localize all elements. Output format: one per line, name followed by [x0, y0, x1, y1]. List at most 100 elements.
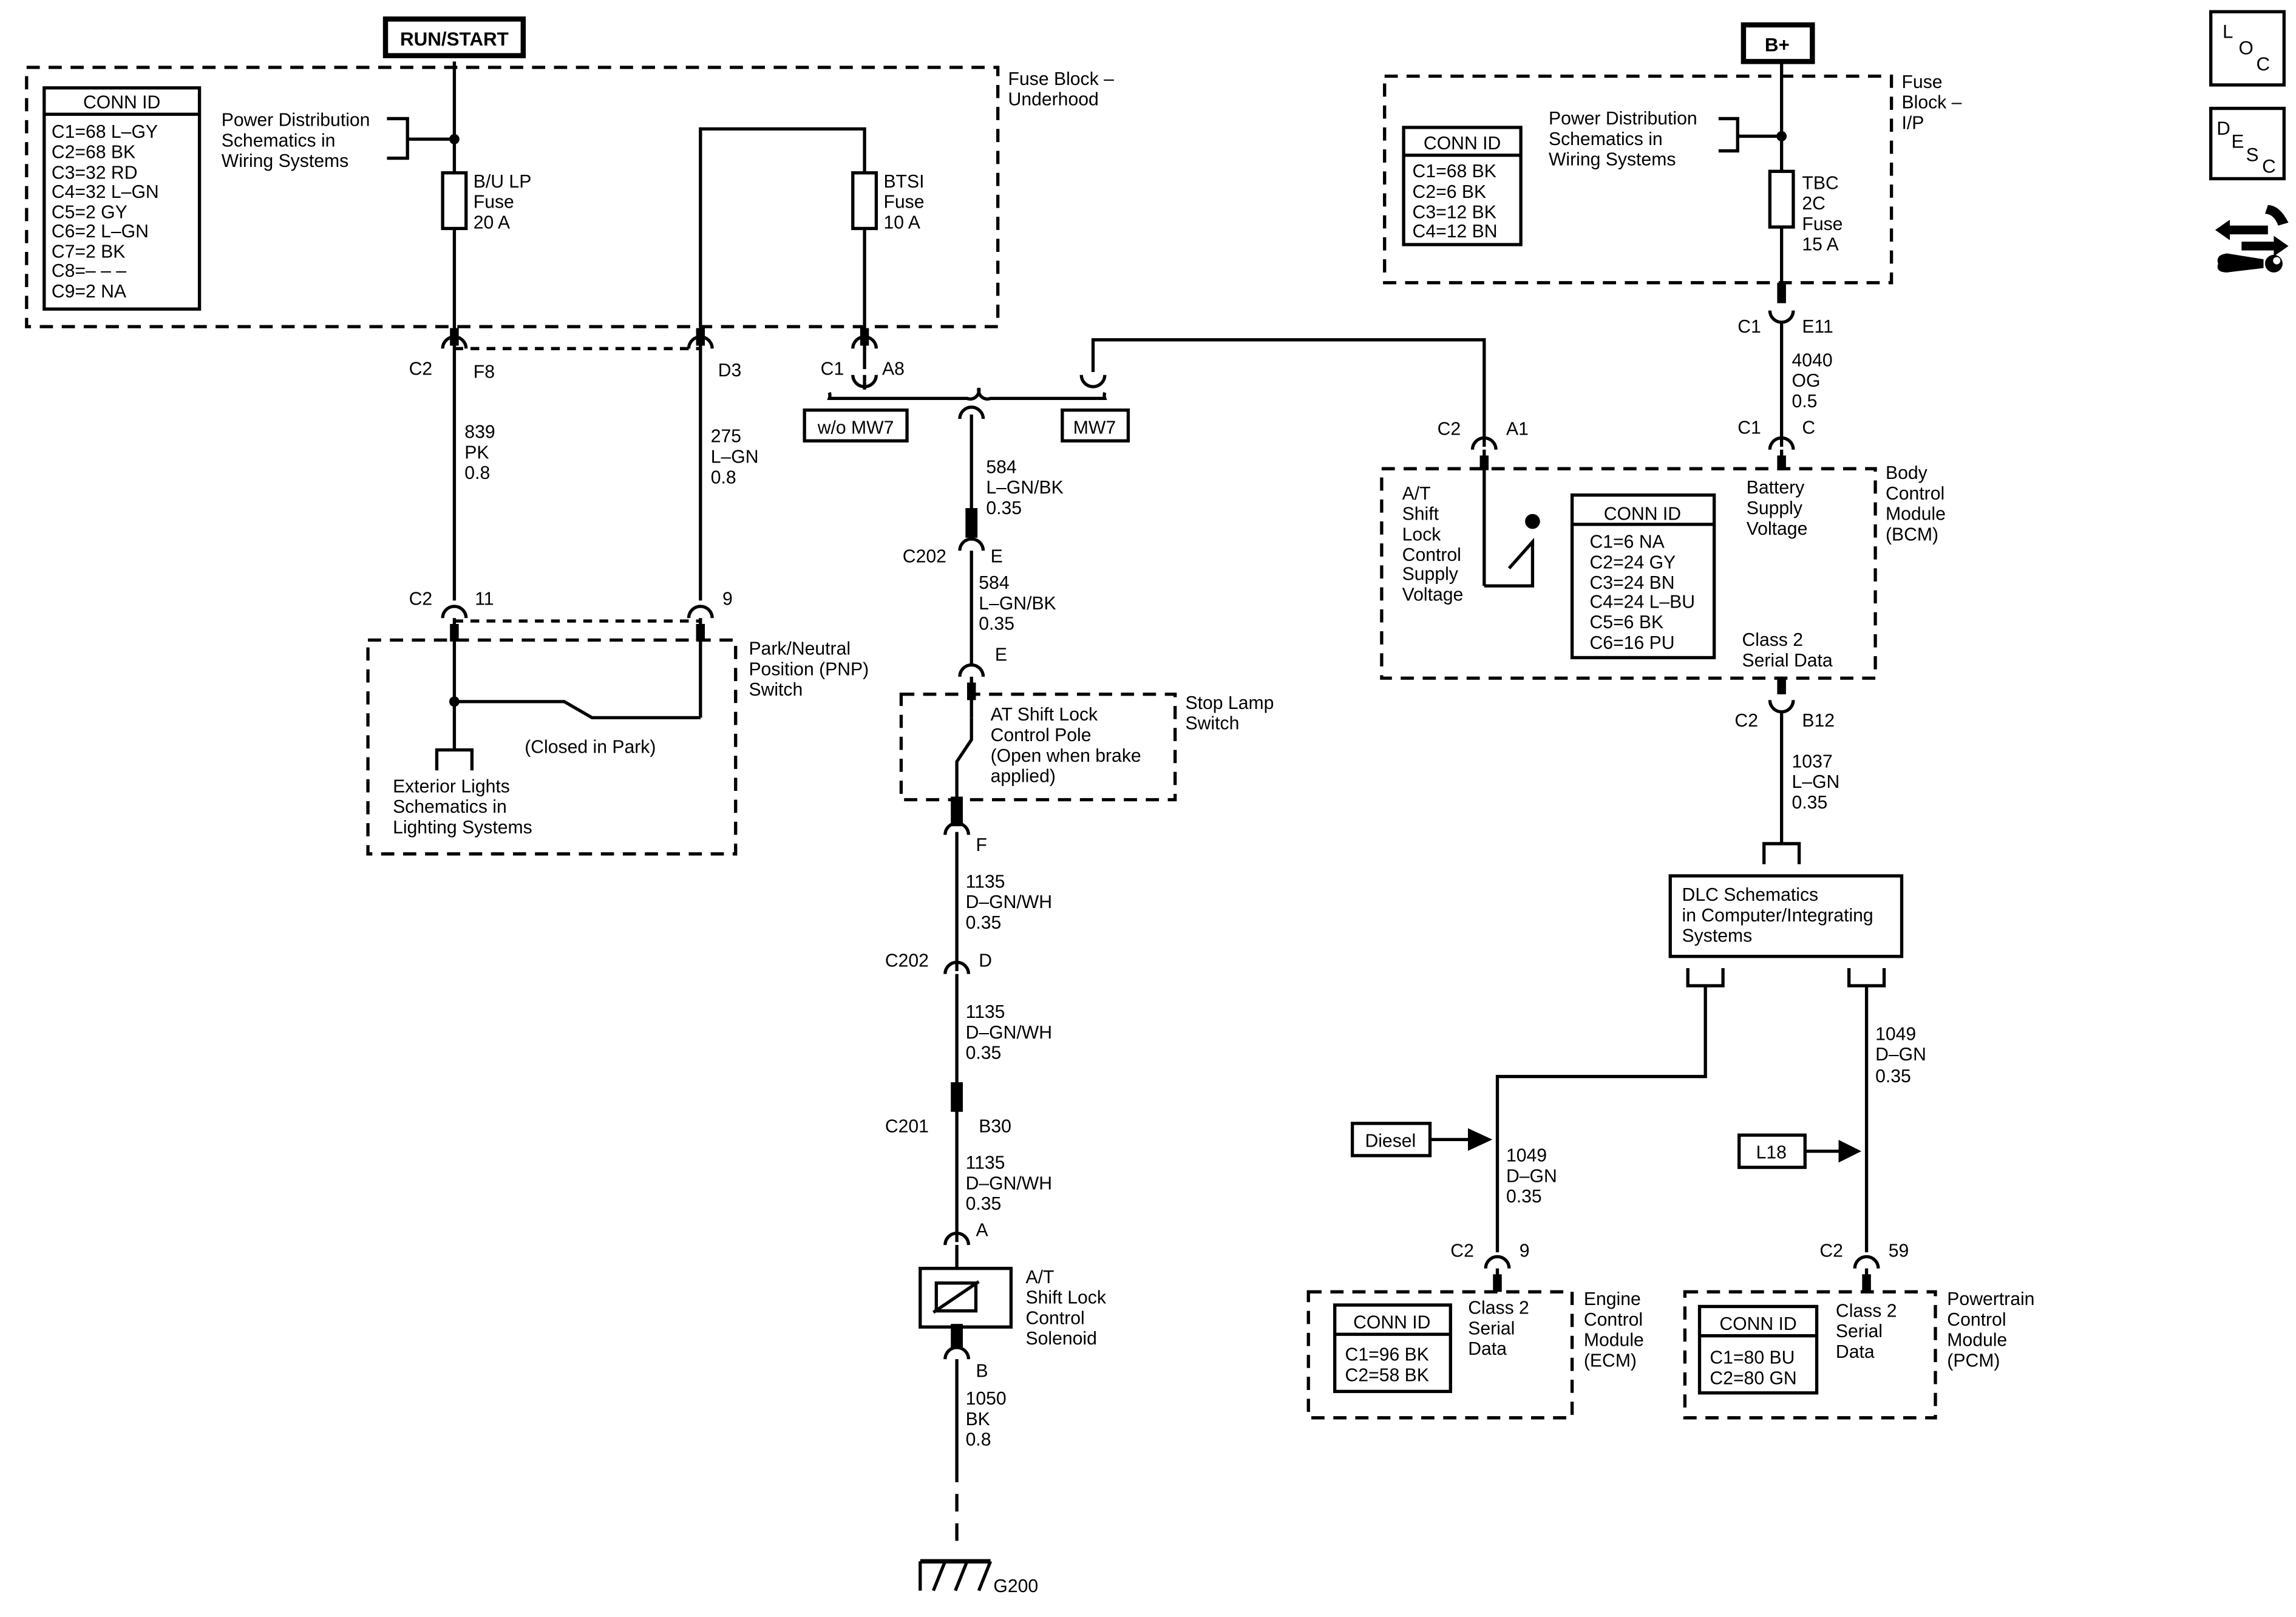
- wire-1135c-1: 1135: [966, 1153, 1005, 1173]
- underhood-conn-id-3: C4=32 L–GN: [52, 182, 159, 202]
- label-f8: F8: [474, 362, 495, 382]
- ecm-title-2: Control: [1584, 1310, 1643, 1330]
- btsi-fuse-label-2: Fuse: [883, 192, 924, 212]
- pcm-serial-1: Class 2: [1836, 1301, 1897, 1321]
- pcm-title-4: (PCM): [1947, 1351, 2000, 1371]
- stop-lamp-pole-2: Control Pole: [991, 725, 1092, 745]
- underhood-conn-id-7: C8=– – –: [52, 261, 126, 281]
- ip-power-dist-2: Schematics in: [1549, 129, 1663, 149]
- bcm-battery-3: Voltage: [1747, 519, 1808, 539]
- label-a8: A8: [882, 359, 905, 379]
- bcm-conn-id-5: C6=16 PU: [1590, 633, 1675, 653]
- description-icon[interactable]: D E S C: [2209, 106, 2286, 181]
- wire-1135b-2: D–GN/WH: [966, 1023, 1052, 1043]
- loc-letter-l: L: [2223, 21, 2233, 42]
- connector-c2-b12: [1768, 700, 1795, 714]
- shift-lock-solenoid: [919, 1267, 1013, 1329]
- underhood-power-dist-1: Power Distribution: [222, 110, 370, 131]
- wire-1049b-3: 0.35: [1875, 1066, 1911, 1086]
- pnp-closed-in-park: (Closed in Park): [525, 737, 656, 757]
- b-plus-tag: B+: [1765, 34, 1790, 55]
- label-a: A: [976, 1221, 988, 1241]
- desc-letter-c: C: [2262, 156, 2276, 177]
- wire-1135a-2: D–GN/WH: [966, 892, 1052, 912]
- label-e-1: E: [991, 547, 1003, 567]
- pcm-conn-id-box: [1697, 1304, 1819, 1395]
- wire-1135a-1: 1135: [966, 872, 1005, 892]
- stop-lamp-pole-1: AT Shift Lock: [991, 705, 1098, 725]
- wire-1037-3: 0.35: [1792, 793, 1828, 813]
- bcm-conn-id-box: [1570, 493, 1716, 660]
- bcm-serial-2: Serial Data: [1742, 651, 1832, 671]
- wire-1050-2: BK: [966, 1409, 990, 1429]
- bulp-fuse-label-1: B/U LP: [474, 172, 532, 192]
- wire-584b-3: 0.35: [979, 614, 1014, 634]
- stop-lamp-title-1: Stop Lamp: [1186, 693, 1274, 713]
- bcm-title-3: Module: [1886, 504, 1946, 524]
- label-c2-pcm: C2: [1819, 1241, 1843, 1261]
- label-b12: B12: [1802, 711, 1835, 731]
- tbc-fuse: [1768, 169, 1795, 229]
- btsi-fuse: [851, 171, 878, 231]
- pnp-title-2: Position (PNP): [749, 659, 869, 679]
- wire-584b-1: 584: [979, 573, 1009, 593]
- bcm-battery-1: Battery: [1747, 478, 1805, 498]
- connector-c1-c: [1768, 436, 1795, 450]
- pnp-title-1: Park/Neutral: [749, 639, 851, 659]
- option-mw7-box: [1061, 408, 1130, 442]
- solenoid-label-1: A/T: [1026, 1267, 1055, 1287]
- underhood-conn-id-box: [42, 86, 202, 311]
- btsi-fuse-label-3: 10 A: [883, 212, 920, 232]
- underhood-conn-id-0: C1=68 L–GY: [52, 122, 158, 142]
- ip-conn-id-3: C4=12 BN: [1413, 222, 1498, 242]
- run-start-tag-box: [382, 16, 526, 58]
- connector-b: [943, 1346, 971, 1360]
- wire-584a-2: L–GN/BK: [986, 478, 1063, 498]
- wire-1049b-2: D–GN: [1875, 1045, 1926, 1065]
- wire-1049a-2: D–GN: [1506, 1166, 1557, 1186]
- dlc-box: [1668, 874, 1904, 958]
- tbc-fuse-label-1: TBC: [1802, 173, 1838, 193]
- label-pin9: 9: [722, 589, 733, 609]
- wire-1037-2: L–GN: [1792, 772, 1840, 792]
- dlc-label-2: in Computer/Integrating: [1682, 906, 1873, 926]
- label-b30: B30: [979, 1116, 1011, 1136]
- underhood-power-dist-3: Wiring Systems: [222, 151, 348, 171]
- desc-letter-e: E: [2231, 131, 2244, 152]
- wire-1135c-3: 0.35: [966, 1194, 1002, 1214]
- loc-letter-c: C: [2256, 53, 2270, 75]
- solenoid-label-2: Shift Lock: [1026, 1288, 1107, 1308]
- wire-584a-3: 0.35: [986, 498, 1022, 518]
- bulp-fuse-label-3: 20 A: [474, 212, 511, 232]
- loc-letter-o: O: [2239, 37, 2254, 58]
- repair-tools-icon[interactable]: [2215, 205, 2289, 273]
- btsi-fuse-label-1: BTSI: [883, 172, 924, 192]
- component-locator-icon[interactable]: L O C: [2209, 10, 2286, 87]
- label-c2-pnp: C2: [409, 589, 433, 609]
- desc-letter-d: D: [2216, 118, 2230, 139]
- connector-c2-11: [441, 605, 468, 619]
- pnp-ext-lights-2: Schematics in: [393, 797, 507, 817]
- label-c2: C2: [409, 359, 433, 379]
- ip-conn-id-2: C3=12 BK: [1413, 203, 1496, 223]
- option-diesel: Diesel: [1365, 1131, 1416, 1151]
- bcm-conn-id-1: C2=24 GY: [1590, 552, 1676, 572]
- ip-conn-id-0: C1=68 BK: [1413, 161, 1496, 181]
- pcm-title-3: Module: [1947, 1331, 2007, 1351]
- desc-letter-s: S: [2246, 144, 2259, 165]
- bcm-conn-id-2: C3=24 BN: [1590, 573, 1675, 593]
- bcm-shift-lock-2: Shift: [1402, 504, 1439, 524]
- connector-c201-b30: [951, 1082, 963, 1112]
- underhood-conn-id-1: C2=68 BK: [52, 143, 135, 163]
- fuse-block-underhood-outline: [25, 66, 1000, 328]
- ecm-serial-3: Data: [1468, 1339, 1507, 1359]
- ecm-conn-id-title: CONN ID: [1353, 1313, 1430, 1333]
- wire-1135b-3: 0.35: [966, 1043, 1002, 1063]
- pcm-serial-3: Data: [1836, 1342, 1875, 1362]
- ecm-title-3: Module: [1584, 1331, 1644, 1351]
- wire-839-1: 839: [464, 422, 495, 442]
- bcm-shift-lock-1: A/T: [1402, 484, 1431, 504]
- label-c1-c: C1: [1737, 418, 1761, 438]
- wire-839-2: PK: [464, 442, 489, 463]
